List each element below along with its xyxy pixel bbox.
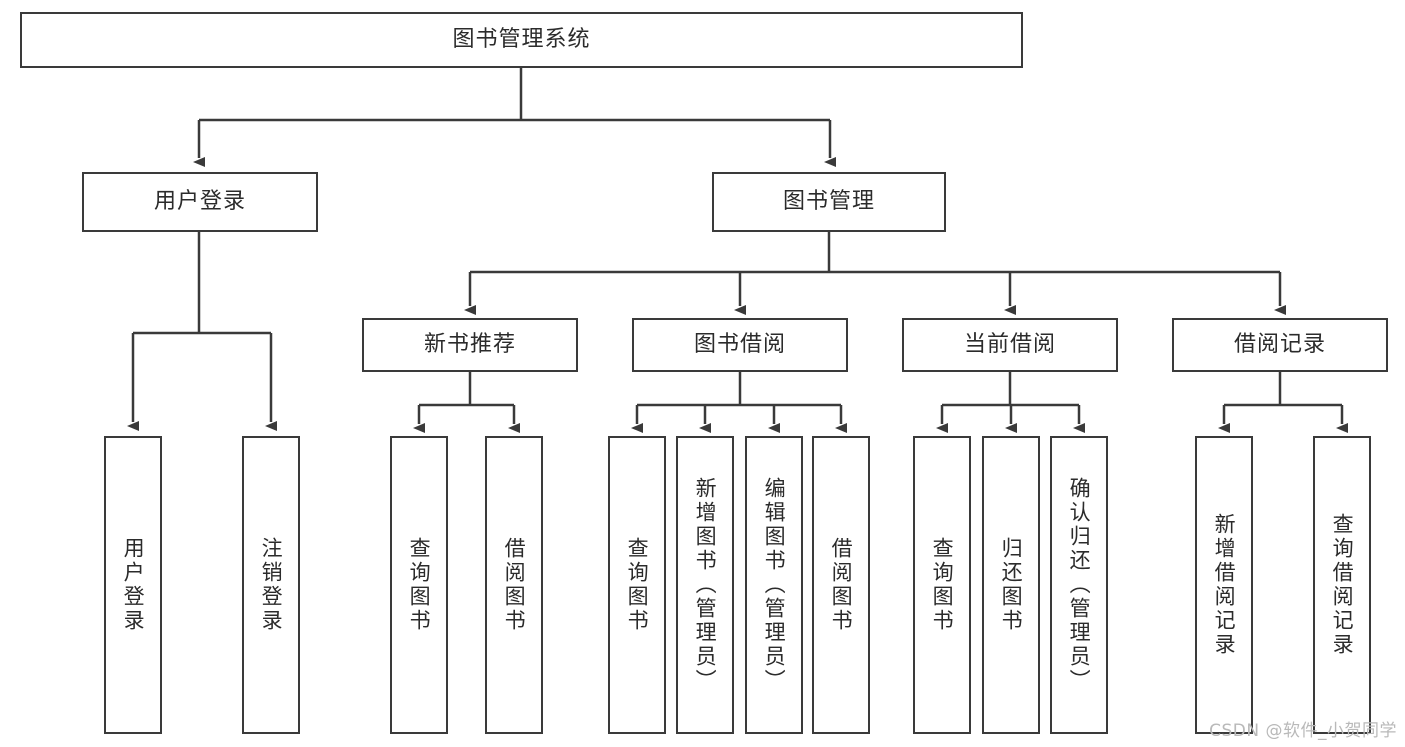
node-label: 新增图书（管理员） bbox=[693, 477, 718, 693]
node-label: 新增借阅记录 bbox=[1212, 513, 1237, 657]
node-label: 借阅图书 bbox=[502, 537, 527, 633]
leaf-borrow-record-add[interactable]: 新增借阅记录 bbox=[1195, 436, 1253, 734]
leaf-current-borrow-query[interactable]: 查询图书 bbox=[913, 436, 971, 734]
node-label: 确认归还（管理员） bbox=[1067, 477, 1092, 693]
node-borrow-record[interactable]: 借阅记录 bbox=[1172, 318, 1388, 372]
node-book-management[interactable]: 图书管理 bbox=[712, 172, 946, 232]
node-user-login[interactable]: 用户登录 bbox=[82, 172, 318, 232]
node-label: 当前借阅 bbox=[963, 331, 1056, 357]
node-label: 查询图书 bbox=[625, 537, 650, 633]
node-label: 借阅图书 bbox=[829, 537, 854, 633]
node-label: 借阅记录 bbox=[1233, 331, 1326, 357]
leaf-user-login-login[interactable]: 用户登录 bbox=[104, 436, 162, 734]
node-current-borrow[interactable]: 当前借阅 bbox=[902, 318, 1118, 372]
node-label: 编辑图书（管理员） bbox=[762, 477, 787, 693]
leaf-new-book-borrow[interactable]: 借阅图书 bbox=[485, 436, 543, 734]
leaf-book-borrow-query[interactable]: 查询图书 bbox=[608, 436, 666, 734]
leaf-book-borrow-add[interactable]: 新增图书（管理员） bbox=[676, 436, 734, 734]
node-label: 图书管理系统 bbox=[452, 26, 591, 52]
leaf-current-borrow-return[interactable]: 归还图书 bbox=[982, 436, 1040, 734]
node-label: 查询借阅记录 bbox=[1330, 513, 1355, 657]
csdn-watermark: CSDN @软件_小贺同学 bbox=[1209, 721, 1397, 741]
leaf-current-borrow-confirm-return[interactable]: 确认归还（管理员） bbox=[1050, 436, 1108, 734]
node-label: 注销登录 bbox=[259, 537, 284, 633]
node-label: 图书借阅 bbox=[693, 331, 786, 357]
node-root-system[interactable]: 图书管理系统 bbox=[20, 12, 1023, 68]
leaf-user-login-logout[interactable]: 注销登录 bbox=[242, 436, 300, 734]
leaf-book-borrow-borrow[interactable]: 借阅图书 bbox=[812, 436, 870, 734]
node-label: 查询图书 bbox=[930, 537, 955, 633]
leaf-new-book-query[interactable]: 查询图书 bbox=[390, 436, 448, 734]
node-new-book-recommend[interactable]: 新书推荐 bbox=[362, 318, 578, 372]
leaf-book-borrow-edit[interactable]: 编辑图书（管理员） bbox=[745, 436, 803, 734]
node-label: 用户登录 bbox=[121, 537, 146, 633]
leaf-borrow-record-query[interactable]: 查询借阅记录 bbox=[1313, 436, 1371, 734]
node-book-borrow[interactable]: 图书借阅 bbox=[632, 318, 848, 372]
node-label: 归还图书 bbox=[999, 537, 1024, 633]
node-label: 查询图书 bbox=[407, 537, 432, 633]
node-label: 图书管理 bbox=[782, 188, 875, 214]
node-label: 新书推荐 bbox=[423, 331, 516, 357]
node-label: 用户登录 bbox=[153, 188, 246, 214]
